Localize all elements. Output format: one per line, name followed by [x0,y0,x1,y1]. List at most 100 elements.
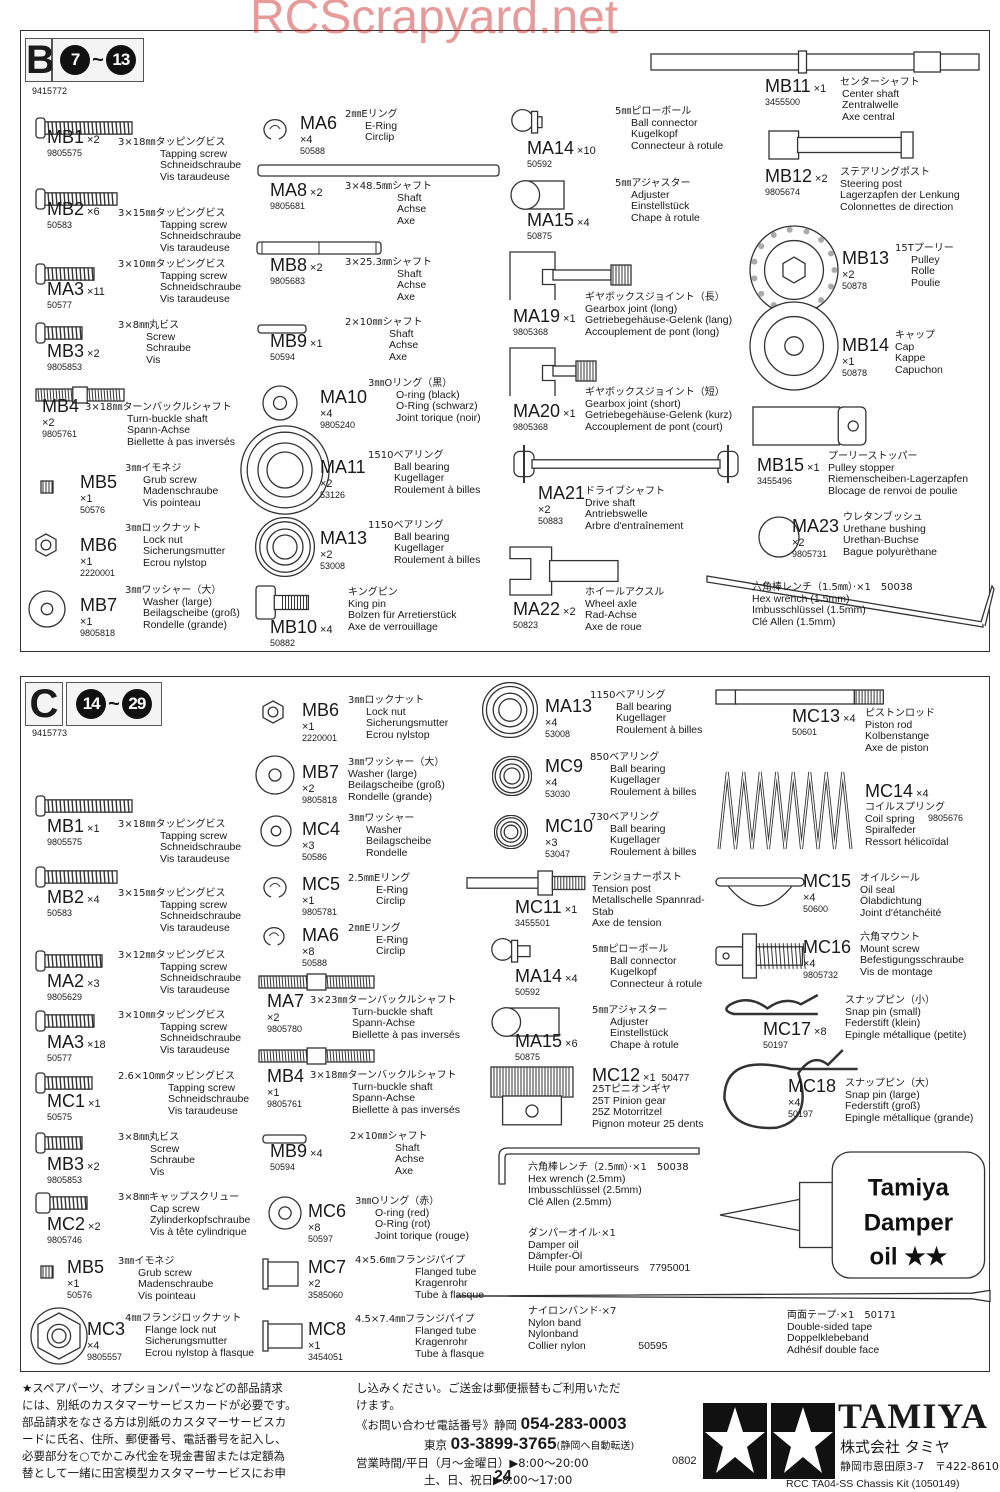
translation-line: 25Z Motorritzel [592,1106,663,1118]
part-qty: ×3 [302,840,315,852]
translation-line: Federstift (klein) [845,1017,921,1029]
part-number: 50583 [47,220,73,230]
part-qty: ×2 [563,606,576,618]
part-number: 9805368 [513,327,549,337]
japanese-name: 3㎜ワッシャー（大） [125,585,222,596]
translation-line: Schneidschraube [160,281,242,293]
translation-line: Collier nylon 50595 [528,1339,668,1352]
japanese-name: ギヤボックスジョイント（長） [585,292,725,303]
dome-icon [715,877,805,914]
svg-text:Damper: Damper [864,1210,953,1237]
part-qty: ×1 [88,1098,101,1110]
ball-icon [510,106,544,147]
translation-line: Vis taraudeuse [160,170,230,183]
translation-line: Shaft [389,327,414,340]
translation-line: King pin [348,597,386,610]
translation-line: Shaft [397,267,422,280]
part-number: 50576 [67,1290,93,1300]
translation-line: Tapping screw [160,269,228,282]
translation-line: Rolle [911,265,935,277]
hexnut-icon [262,700,284,729]
gearjoint-icon [508,250,633,305]
part-code: MC4 [302,819,341,839]
translation-line: Ölabdichtung [860,895,922,907]
tamiya-star-logo [703,1403,835,1479]
translation-line: Circlip [376,945,406,957]
part-description-mb7: 3㎜ワッシャー（大）Washer (large)Beilagscheibe (g… [125,585,240,631]
translation-line: Tapping screw [160,898,228,911]
part-code: MA3 [47,1032,85,1052]
translation-line: Axe [397,214,416,227]
capscrew-icon [35,1192,90,1219]
translation-line: Schneidschraube [160,1032,242,1044]
translation-line: Grub screw [138,1266,192,1279]
tilde: ~ [108,692,120,715]
part-code: MA15 [527,210,575,230]
part-number: 50883 [538,516,564,526]
translation-line: Gearbox joint (short) [585,397,681,410]
japanese-name: 六角マウント [860,932,920,943]
watermark: RCScrapyard.net [250,0,619,44]
part-qty: ×4 [803,892,816,904]
screw-icon [35,1010,97,1037]
screw-icon [35,795,135,822]
translation-line: Biellette à pas inversés [127,435,235,448]
translation-line: Axe de tension [592,917,662,929]
footer-line: けます。 [356,1398,401,1412]
part-code: MA11 [320,457,366,477]
tube-icon [262,1258,300,1295]
part-code: MA3 [47,279,85,299]
part-number: 53008 [545,729,571,739]
translation-line: Achse [397,279,427,291]
japanese-name: 3×18㎜タッピングビス [118,819,226,830]
shaft2-icon [256,240,382,261]
part-code: MA23 [792,516,840,536]
translation-line: Snap pin (small) [845,1005,921,1018]
part-qty: ×1 [643,1072,656,1084]
translation-line: Kolbenstange [865,730,930,742]
part-code: MA7 [267,991,305,1011]
translation-line: Shaft [395,1141,420,1154]
translation-line: Ecrou nylstop à flasque [145,1346,255,1359]
translation-line: Hex wrench (2.5mm) [528,1172,626,1185]
translation-line: Screw [150,1142,180,1155]
translation-line: Rad-Achse [585,609,637,621]
part-qty: ×2 [302,783,315,795]
part-number: 50592 [515,987,541,997]
step-range-c: 14 ~ 29 [66,682,162,726]
japanese-name: 1510ベアリング [368,450,444,461]
part-qty: ×4 [87,894,100,906]
part-qty: ×2 [310,262,323,274]
part-qty: ×1 [80,493,93,505]
footer-line: ★スペアパーツ、オプションパーツなどの部品請求 [22,1381,283,1395]
japanese-name: 15Tプーリー [895,243,954,254]
translation-line: Vis taraudeuse [160,241,230,254]
ball-icon [490,935,532,976]
grub-icon [40,480,54,499]
translation-line: Arbre d'entraînement [585,519,684,532]
part-number: 9805629 [47,992,83,1002]
wheelaxle-icon [508,545,620,602]
japanese-name: 3㎜Oリング（赤） [355,1196,440,1207]
translation-line: Rondelle (grande) [143,618,228,631]
screw-icon [35,263,97,290]
translation-line: Ressort hélicoïdal [865,835,949,848]
